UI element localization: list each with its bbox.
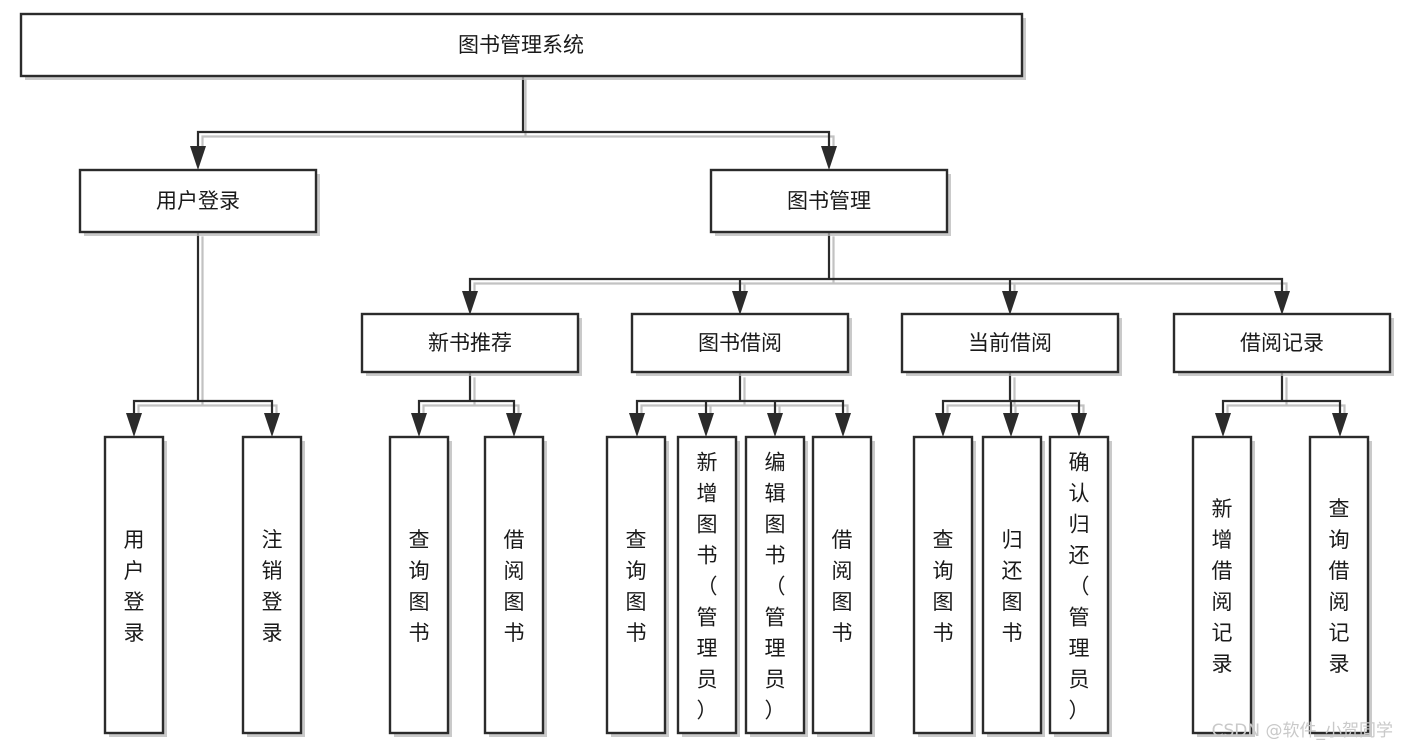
connector-borrowrecord-to-leaves <box>1215 372 1348 437</box>
node-leaf-return-book-label: 归还图书 <box>1002 528 1023 645</box>
node-leaf-add-book[interactable]: 新增图书（管理员） <box>676 435 740 737</box>
arrow-to-leaf-logout <box>264 413 280 437</box>
arrow-to-leaf-borrow-book-2 <box>835 413 851 437</box>
node-root[interactable]: 图书管理系统 <box>19 12 1026 80</box>
node-leaf-query-book-1-label: 查询图书 <box>409 528 430 645</box>
connector-root-to-level2 <box>190 74 837 170</box>
node-leaf-user-login-label: 用户登录 <box>124 528 145 645</box>
node-leaf-add-record[interactable]: 新增借阅记录 <box>1191 435 1255 737</box>
arrow-to-leaf-borrow-book-1 <box>506 413 522 437</box>
node-leaf-query-book-2[interactable]: 查询图书 <box>605 435 669 737</box>
connector-userlogin-to-leaves <box>126 231 280 437</box>
arrow-to-leaf-edit-book <box>767 413 783 437</box>
node-book-borrow-label: 图书借阅 <box>698 331 782 355</box>
connector-newbook-to-leaves <box>411 372 522 437</box>
node-leaf-borrow-book-1-label: 借阅图书 <box>504 528 525 645</box>
arrow-to-leaf-add-book <box>698 413 714 437</box>
node-borrow-record-label: 借阅记录 <box>1240 331 1324 355</box>
connector-bookmanage-to-level3 <box>462 231 1290 315</box>
arrow-to-leaf-user-login <box>126 413 142 437</box>
node-leaf-logout[interactable]: 注销登录 <box>241 435 305 737</box>
connector-currentborrow-to-leaves <box>935 372 1087 437</box>
node-book-manage[interactable]: 图书管理 <box>709 168 951 236</box>
node-leaf-query-record[interactable]: 查询借阅记录 <box>1308 435 1372 737</box>
node-leaf-query-book-2-label: 查询图书 <box>626 528 647 645</box>
connector-layer <box>126 74 1348 437</box>
node-leaf-borrow-book-2-label: 借阅图书 <box>832 528 853 645</box>
arrow-to-leaf-query-record <box>1332 413 1348 437</box>
node-user-login[interactable]: 用户登录 <box>78 168 320 236</box>
leaf-layer: 用户登录 注销登录 查询图书 借阅图书 查询图书 <box>103 435 1372 737</box>
arrow-to-leaf-query-book-2 <box>629 413 645 437</box>
node-leaf-edit-book[interactable]: 编辑图书（管理员） <box>744 435 808 737</box>
arrow-to-leaf-query-book-3 <box>935 413 951 437</box>
node-leaf-borrow-book-2[interactable]: 借阅图书 <box>811 435 875 737</box>
arrow-to-new-book-rec <box>462 291 478 315</box>
node-new-book-rec[interactable]: 新书推荐 <box>360 312 582 376</box>
node-leaf-return-book[interactable]: 归还图书 <box>981 435 1045 737</box>
node-book-manage-label: 图书管理 <box>787 189 871 213</box>
csdn-watermark: CSDN @软件_小贺同学 <box>1211 721 1393 741</box>
node-borrow-record[interactable]: 借阅记录 <box>1172 312 1394 376</box>
node-leaf-add-record-label: 新增借阅记录 <box>1212 497 1233 676</box>
node-leaf-logout-label: 注销登录 <box>262 528 283 645</box>
node-leaf-borrow-book-1[interactable]: 借阅图书 <box>483 435 547 737</box>
node-leaf-user-login[interactable]: 用户登录 <box>103 435 167 737</box>
arrow-to-leaf-add-record <box>1215 413 1231 437</box>
node-leaf-query-book-3[interactable]: 查询图书 <box>912 435 976 737</box>
arrow-to-leaf-query-book-1 <box>411 413 427 437</box>
node-current-borrow[interactable]: 当前借阅 <box>900 312 1122 376</box>
arrow-to-borrow-record <box>1274 291 1290 315</box>
node-leaf-confirm-return[interactable]: 确认归还（管理员） <box>1048 435 1112 737</box>
arrow-to-current-borrow <box>1002 291 1018 315</box>
node-current-borrow-label: 当前借阅 <box>968 331 1052 355</box>
arrow-to-leaf-return-book <box>1003 413 1019 437</box>
node-new-book-rec-label: 新书推荐 <box>428 331 512 355</box>
node-leaf-query-record-label: 查询借阅记录 <box>1329 497 1350 676</box>
node-leaf-query-book-1[interactable]: 查询图书 <box>388 435 452 737</box>
node-leaf-add-book-label: 新增图书（管理员） <box>697 451 718 723</box>
node-book-borrow[interactable]: 图书借阅 <box>630 312 852 376</box>
arrow-to-book-manage <box>821 146 837 170</box>
node-leaf-query-book-3-label: 查询图书 <box>933 528 954 645</box>
node-leaf-confirm-return-label: 确认归还（管理员） <box>1069 451 1090 723</box>
arrow-to-user-login <box>190 146 206 170</box>
node-leaf-edit-book-label: 编辑图书（管理员） <box>765 451 786 723</box>
arrow-to-leaf-confirm-return <box>1071 413 1087 437</box>
node-user-login-label: 用户登录 <box>156 189 240 213</box>
node-root-label: 图书管理系统 <box>458 33 584 57</box>
arrow-to-book-borrow <box>732 291 748 315</box>
connector-bookborrow-to-leaves <box>629 372 851 437</box>
